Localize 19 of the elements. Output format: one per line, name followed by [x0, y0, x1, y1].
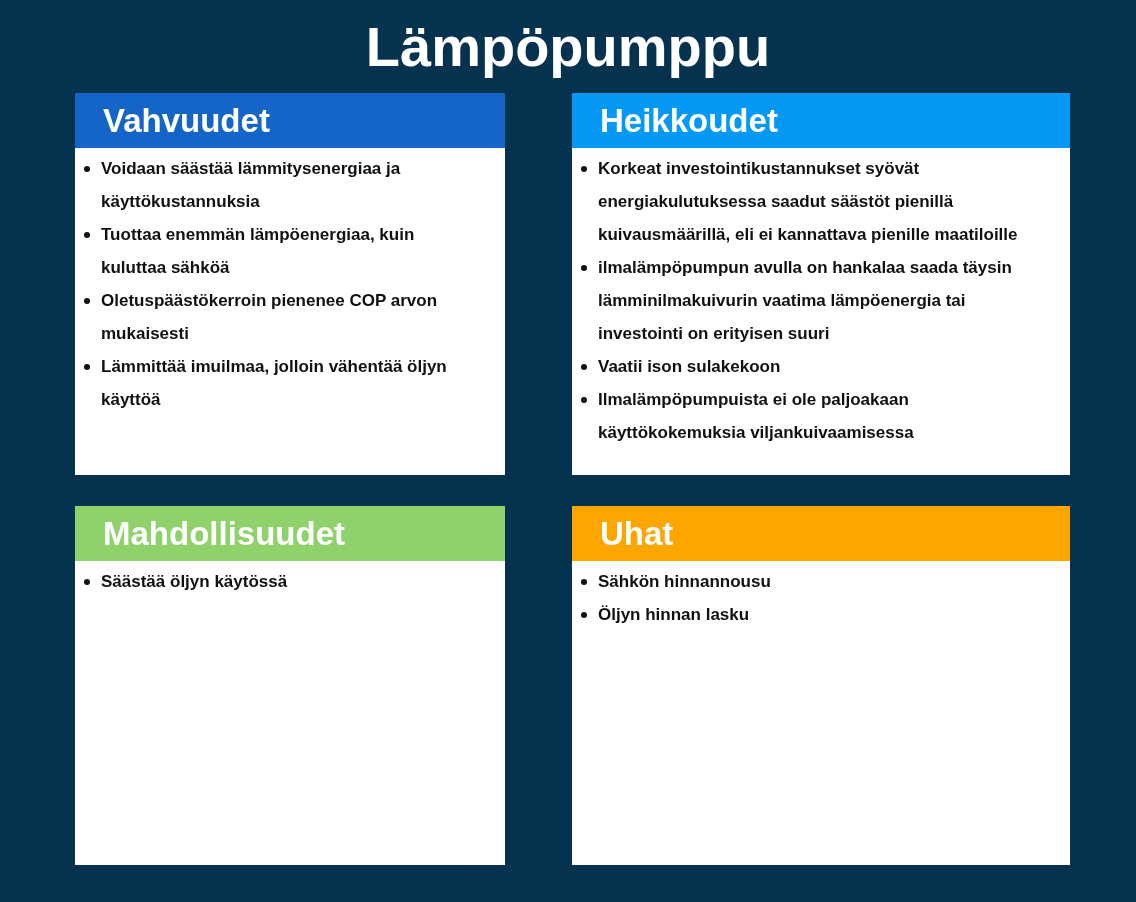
swot-panel: [75, 93, 505, 475]
panel-heading: Uhat: [572, 506, 1070, 561]
bullet-item: Säästää öljyn käytössä: [101, 571, 289, 593]
diagram-title: Lämpöpumppu: [365, 14, 771, 79]
bullet-item: Ilmalämpöpumpuista ei ole paljoakaan käyttökokemuksia viljankuivaamisessa: [598, 389, 915, 444]
bullet-item: Tuottaa enemmän lämpöenergiaa, kuin kuluttaa sähköä: [101, 224, 416, 279]
swot-panel: [572, 506, 1070, 865]
bullet-item: Vaatii ison sulakekoon: [598, 356, 782, 378]
panel-heading: Heikkoudet: [572, 93, 1070, 148]
bullet-item: Sähkön hinnannousu: [598, 571, 772, 593]
bullet-item: Oletuspäästökerroin pienenee COP arvon mukaisesti: [101, 290, 438, 345]
swot-panel: [572, 93, 1070, 475]
bullet-item: Öljyn hinnan lasku: [598, 604, 751, 626]
bullet-item: Lämmittää imuilmaa, jolloin vähentää öljyn käyttöä: [101, 356, 448, 411]
bullet-item: Voidaan säästää lämmitysenergiaa ja käyttökustannuksia: [101, 158, 402, 213]
bullet-item: ilmalämpöpumpun avulla on hankalaa saada täysin lämminilmakuivurin vaatima lämpöenergia tai investointi on erityisen suuri: [598, 257, 1013, 345]
swot-panel: [75, 506, 505, 865]
panel-heading: Mahdollisuudet: [75, 506, 505, 561]
panel-heading: Vahvuudet: [75, 93, 505, 148]
